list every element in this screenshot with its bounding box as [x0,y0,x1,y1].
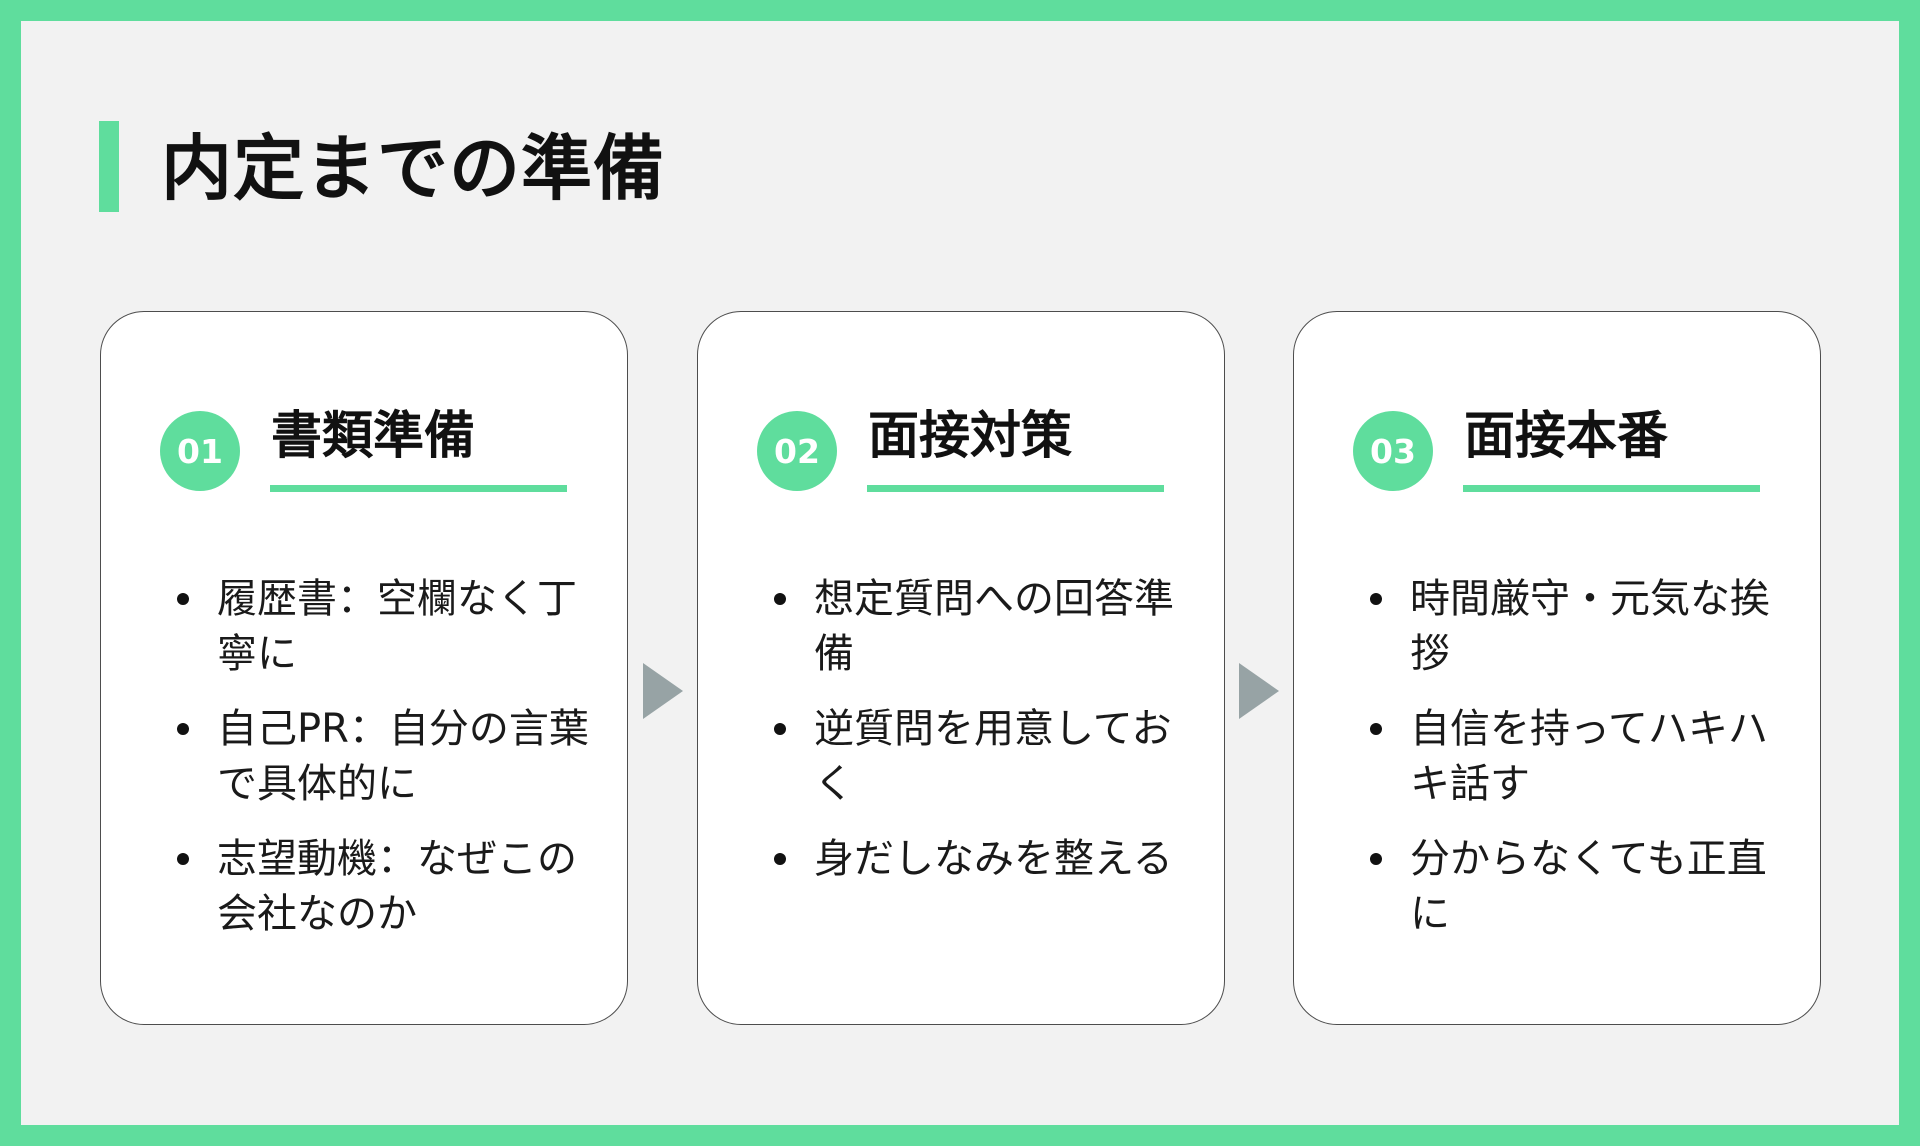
step-title-underline [1463,485,1760,492]
step-card-3: 03 面接本番 時間厳守・元気な挨拶 自信を持ってハキハキ話す 分からなくても正… [1293,311,1821,1025]
bullet-icon [177,723,189,735]
step-number-badge: 01 [160,411,240,491]
step-title: 面接対策 [868,407,1073,466]
step-title-underline [867,485,1164,492]
page-title: 内定までの準備 [161,127,666,210]
list-item: 志望動機：なぜこの会社なのか [177,832,607,942]
bullet-icon [1370,593,1382,605]
bullet-icon [774,593,786,605]
list-item: 自信を持ってハキハキ話す [1370,702,1800,812]
step-item-list: 想定質問への回答準備 逆質問を用意しておく 身だしなみを整える [774,572,1204,907]
list-item-text: 時間厳守・元気な挨拶 [1410,576,1770,677]
bullet-icon [774,723,786,735]
list-item: 分からなくても正直に [1370,832,1800,942]
step-number-badge: 03 [1353,411,1433,491]
list-item-text: 履歴書：空欄なく丁寧に [217,576,577,677]
list-item-text: 分からなくても正直に [1410,836,1767,937]
arrow-right-icon [643,663,683,719]
bullet-icon [1370,853,1382,865]
step-card-2: 02 面接対策 想定質問への回答準備 逆質問を用意しておく 身だしなみを整える [697,311,1225,1025]
step-item-list: 履歴書：空欄なく丁寧に 自己PR：自分の言葉で具体的に 志望動機：なぜこの会社な… [177,572,607,962]
list-item: 履歴書：空欄なく丁寧に [177,572,607,682]
list-item-text: 身だしなみを整える [814,836,1173,882]
list-item-text: 志望動機：なぜこの会社なのか [217,836,577,937]
list-item: 時間厳守・元気な挨拶 [1370,572,1800,682]
bullet-icon [1370,723,1382,735]
title-accent-bar [99,121,119,212]
arrow-right-icon [1239,663,1279,719]
list-item-text: 自信を持ってハキハキ話す [1410,706,1768,807]
bullet-icon [177,853,189,865]
list-item: 身だしなみを整える [774,832,1204,887]
step-item-list: 時間厳守・元気な挨拶 自信を持ってハキハキ話す 分からなくても正直に [1370,572,1800,962]
step-title: 面接本番 [1464,407,1669,466]
step-title: 書類準備 [271,407,476,466]
list-item-text: 自己PR：自分の言葉で具体的に [217,706,589,807]
list-item: 逆質問を用意しておく [774,702,1204,812]
list-item-text: 逆質問を用意しておく [814,706,1172,807]
step-card-1: 01 書類準備 履歴書：空欄なく丁寧に 自己PR：自分の言葉で具体的に 志望動機… [100,311,628,1025]
list-item: 自己PR：自分の言葉で具体的に [177,702,607,812]
step-number-badge: 02 [757,411,837,491]
bullet-icon [774,853,786,865]
bullet-icon [177,593,189,605]
list-item: 想定質問への回答準備 [774,572,1204,682]
step-title-underline [270,485,567,492]
list-item-text: 想定質問への回答準備 [814,576,1174,677]
